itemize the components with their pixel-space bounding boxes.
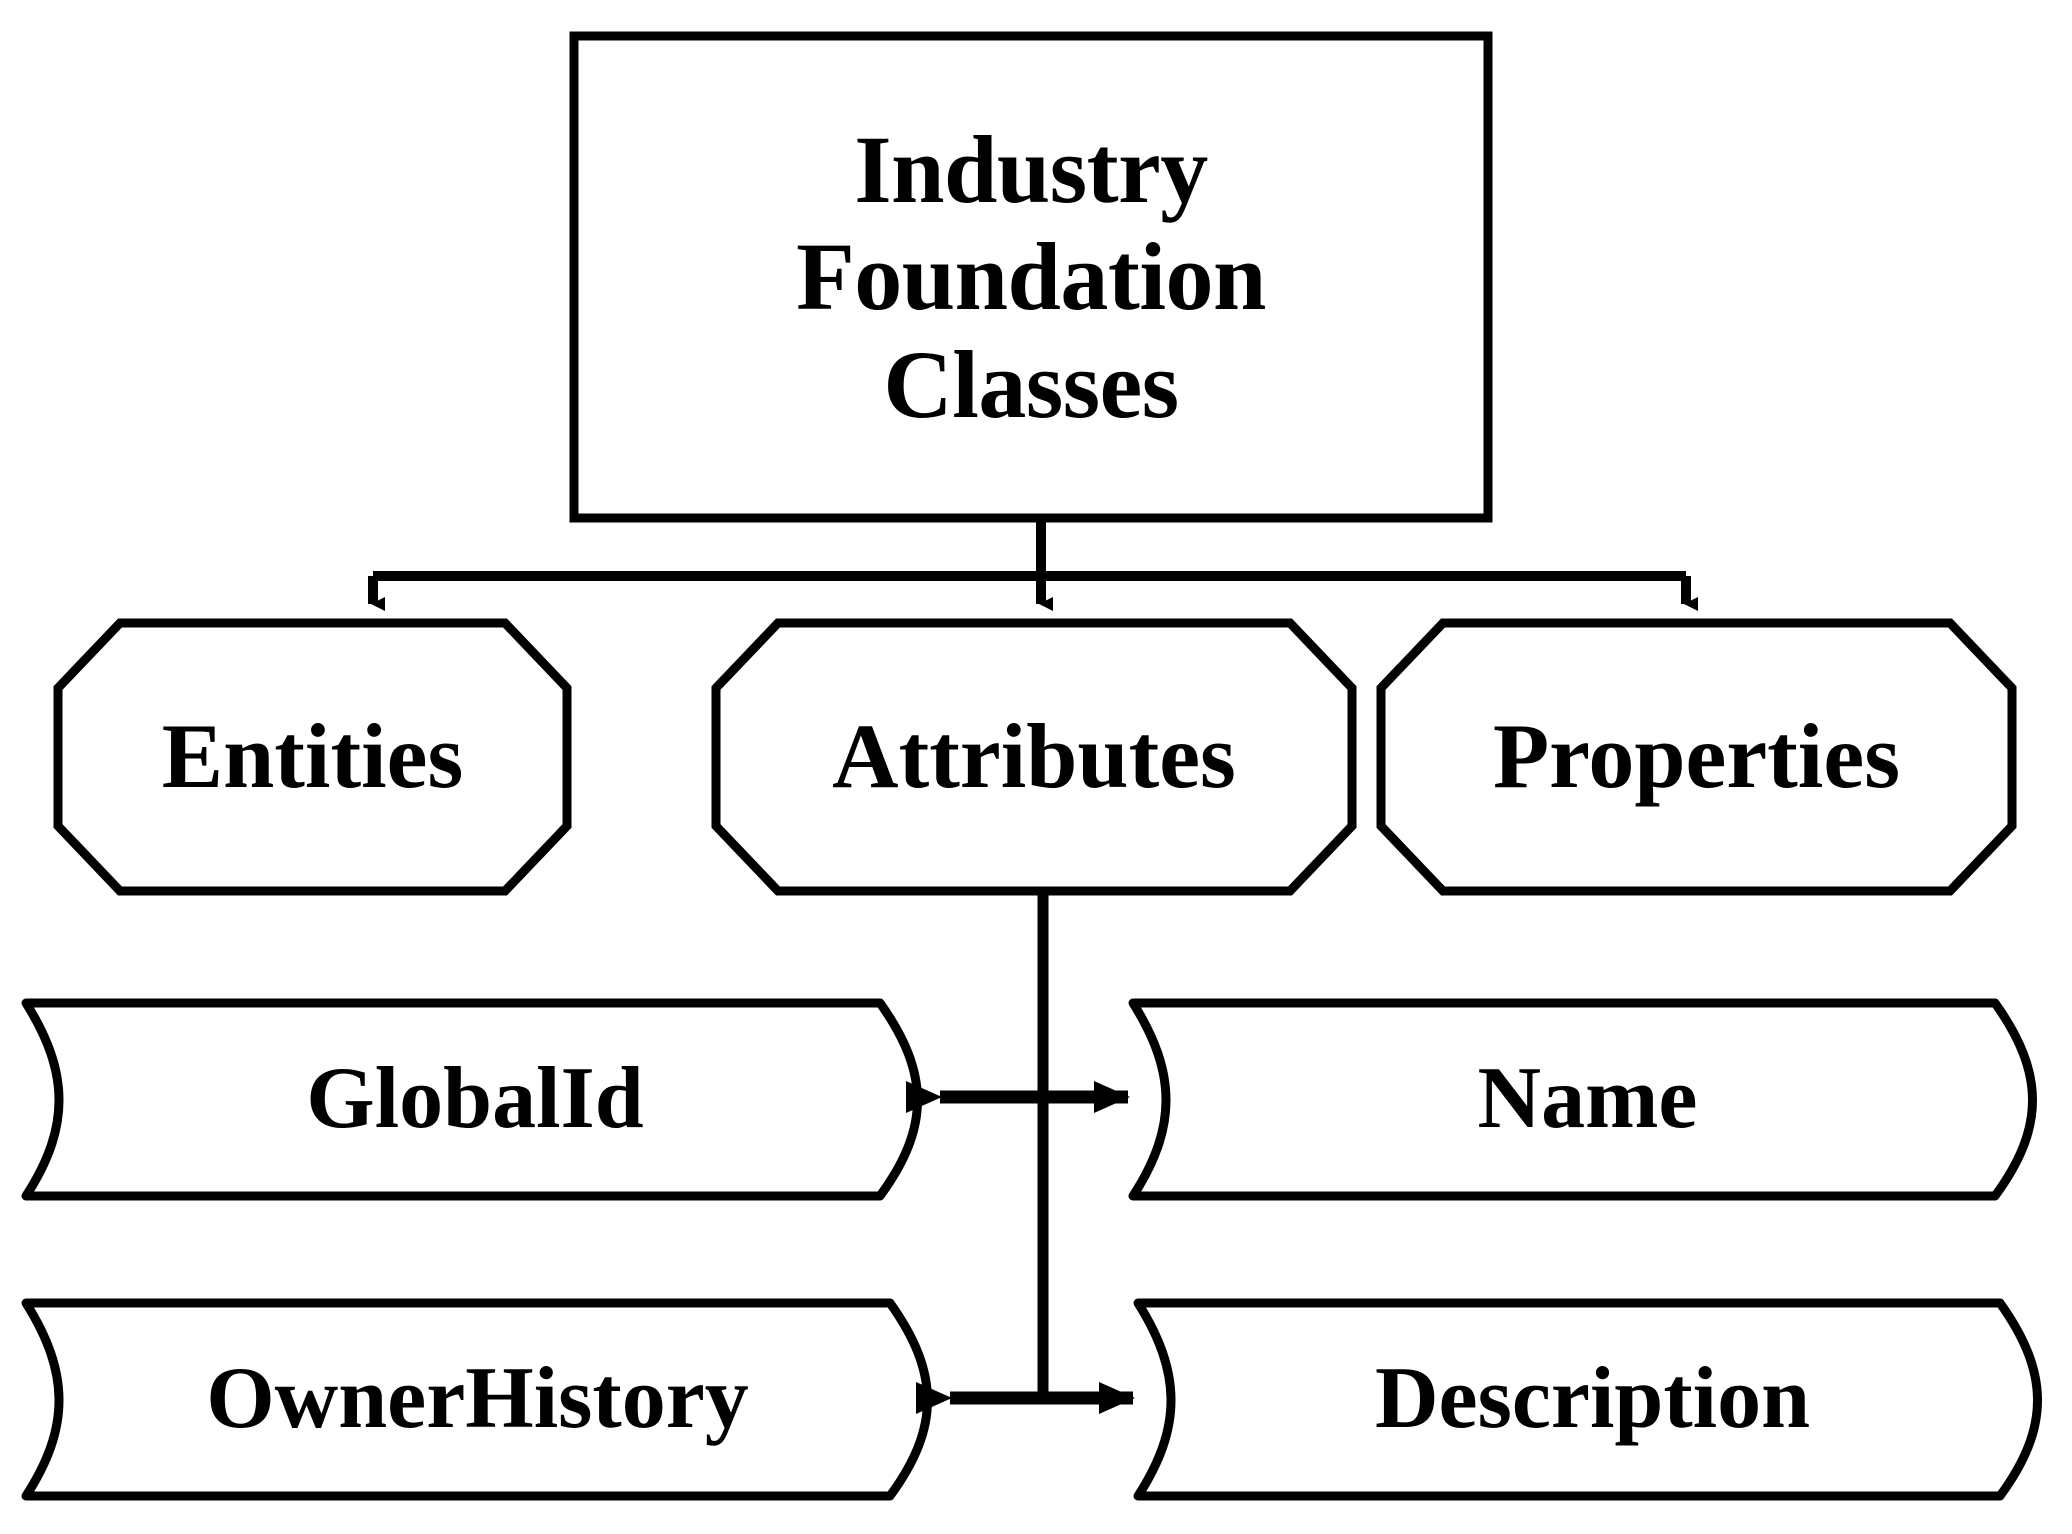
root-box-outline (569, 31, 1493, 523)
ownerhistory-tape-outline (21, 1298, 932, 1501)
name-tape-outline (1128, 998, 2037, 1201)
globalid-tape-outline (21, 998, 922, 1201)
connector-root-to-categories (368, 518, 1698, 611)
attributes-octagon-outline (711, 618, 1357, 896)
node-industry-foundation-classes[interactable] (569, 31, 1493, 523)
node-globalid[interactable] (21, 998, 922, 1201)
description-tape-outline (1133, 1298, 2042, 1501)
node-entities[interactable] (53, 618, 572, 896)
entities-octagon-outline (53, 618, 572, 896)
node-ownerhistory[interactable] (21, 1298, 932, 1501)
node-attributes[interactable] (711, 618, 1357, 896)
properties-octagon-outline (1376, 618, 2017, 896)
node-properties[interactable] (1376, 618, 2017, 896)
node-description[interactable] (1133, 1298, 2042, 1501)
node-name[interactable] (1128, 998, 2037, 1201)
